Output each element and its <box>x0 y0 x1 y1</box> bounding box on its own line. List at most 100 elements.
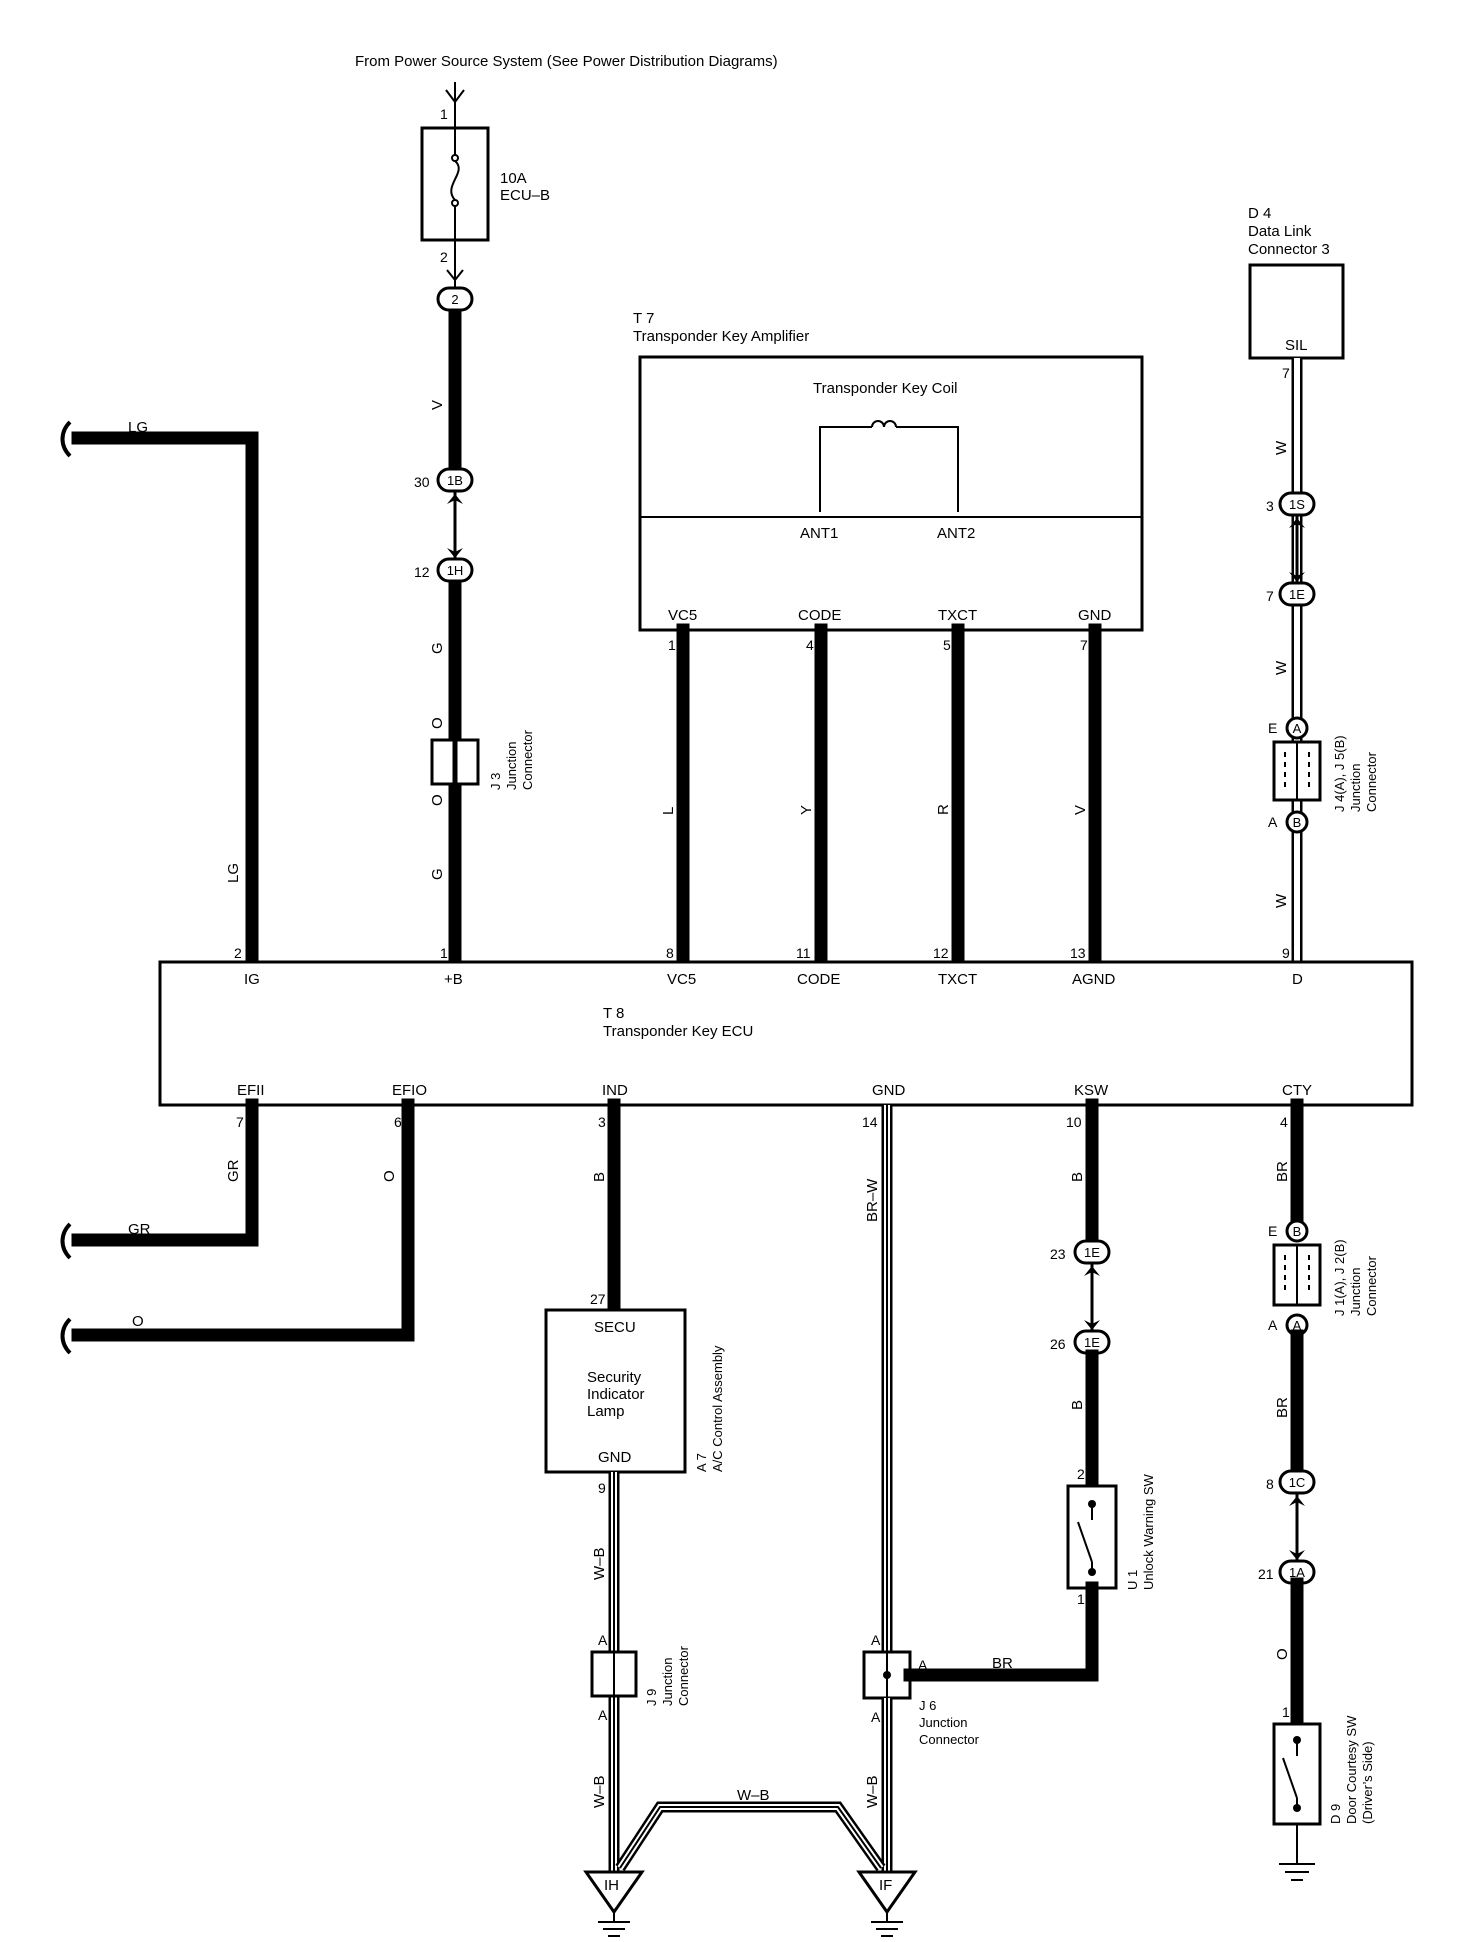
u1-id: U 1 <box>1125 1570 1140 1590</box>
d4-line2: Connector 3 <box>1248 241 1330 258</box>
t8-term-gnd: GND <box>872 1082 906 1099</box>
t8-id: T 8 <box>603 1005 624 1022</box>
t8-term-txct: TXCT <box>938 971 977 988</box>
d9-label-1: Door Courtesy SW <box>1344 1715 1359 1824</box>
j6-junction-connector <box>862 1650 912 1700</box>
wire-color-lg-h: LG <box>128 419 148 436</box>
j6-id: J 6 <box>919 1698 936 1713</box>
j4j5-id: J 4(A), J 5(B) <box>1332 735 1347 812</box>
t7-ant1: ANT1 <box>800 525 838 542</box>
t8-term-efii: EFII <box>237 1082 265 1099</box>
t7-term-code: CODE <box>798 607 841 624</box>
j1j2-label-1: Junction <box>1348 1268 1363 1316</box>
t7-id: T 7 <box>633 310 654 327</box>
wire-color-br-2: BR <box>1274 1397 1291 1418</box>
o-break-icon <box>60 1317 72 1355</box>
pin-23: 23 <box>1050 1246 1066 1262</box>
svg-text:1E: 1E <box>1084 1245 1100 1260</box>
t7-term-vc5: VC5 <box>668 607 697 624</box>
t8-pin-2: 2 <box>234 945 242 961</box>
j4j5-label-1: Junction <box>1348 764 1363 812</box>
j9-pin-a-bottom: A <box>598 1707 608 1723</box>
wire-color-br-1: BR <box>1274 1161 1291 1182</box>
pin-8-1c: 8 <box>1266 1476 1274 1492</box>
wire-color-l: L <box>660 807 677 815</box>
t8-pin-13: 13 <box>1070 945 1086 961</box>
j6-pin-a-top: A <box>871 1632 881 1648</box>
svg-text:1E: 1E <box>1084 1335 1100 1350</box>
t8-ecu-box <box>158 960 1414 1107</box>
a7-lamp-1: Security <box>587 1369 642 1386</box>
connector-1e-top: 1E <box>1278 581 1316 607</box>
lg-break-icon <box>60 420 72 458</box>
fuse-pin-out: 2 <box>440 249 448 265</box>
connector-arrow-icon <box>447 492 463 560</box>
connector-1c: 1C <box>1278 1469 1316 1495</box>
connector-1a: 1A <box>1278 1559 1316 1585</box>
j6-pin-a-bottom: A <box>871 1709 881 1725</box>
t8-pin-4: 4 <box>1280 1114 1288 1130</box>
wire-color-r: R <box>935 804 952 815</box>
wire-color-w-3: W <box>1273 893 1290 908</box>
t8-pin-8: 8 <box>666 945 674 961</box>
pin-26: 26 <box>1050 1336 1066 1352</box>
svg-text:B: B <box>1293 1224 1302 1239</box>
a7-id: A 7 <box>694 1453 709 1472</box>
fuse-name: ECU–B <box>500 187 550 204</box>
wire-color-v-2: V <box>1072 805 1089 815</box>
d9-switch-icon <box>1272 1722 1322 1826</box>
connector-arrow-icon-2 <box>1289 516 1305 584</box>
j9-id: J 9 <box>644 1689 659 1706</box>
wire-color-b-ksw-1: B <box>1069 1172 1086 1182</box>
svg-text:B: B <box>1293 815 1302 830</box>
wire-color-gr-v: GR <box>225 1159 242 1182</box>
j3-id: J 3 <box>488 773 503 790</box>
t8-pin-1: 1 <box>440 945 448 961</box>
wire-color-g-1: G <box>429 642 446 654</box>
d4-pin-7: 7 <box>1282 365 1290 381</box>
d4-id: D 4 <box>1248 205 1271 222</box>
t8-pin-7: 7 <box>236 1114 244 1130</box>
svg-text:1A: 1A <box>1289 1565 1305 1580</box>
t8-term-efio: EFIO <box>392 1082 427 1099</box>
coil-icon <box>819 420 959 512</box>
j4-connector-a: A <box>1285 716 1309 740</box>
wire-color-w-1: W <box>1273 440 1290 455</box>
j6-label-1: Junction <box>919 1715 967 1730</box>
wire-color-wb-2: W–B <box>591 1775 608 1808</box>
pin-30: 30 <box>414 474 430 490</box>
svg-text:1S: 1S <box>1289 497 1305 512</box>
wire-color-lg-v: LG <box>225 863 242 883</box>
connector-1e-ksw-top: 1E <box>1073 1239 1111 1265</box>
u1-switch-icon <box>1066 1484 1118 1590</box>
wire-color-o-cty: O <box>1274 1648 1291 1660</box>
svg-text:1H: 1H <box>447 563 464 578</box>
ground-if-icon <box>856 1870 918 1937</box>
pin-21: 21 <box>1258 1566 1274 1582</box>
svg-text:1E: 1E <box>1289 587 1305 602</box>
wb-crosslink <box>615 1801 886 1872</box>
t7-pin-1: 1 <box>668 637 676 653</box>
j1-connector-b: B <box>1285 1219 1309 1243</box>
a7-lamp-2: Indicator <box>587 1386 645 1403</box>
j9-junction-connector <box>590 1650 638 1698</box>
t8-term-d: D <box>1292 971 1303 988</box>
j4-pin-a: A <box>1268 814 1278 830</box>
connector-1h: 1H <box>436 557 474 583</box>
t7-term-txct: TXCT <box>938 607 977 624</box>
a7-secu: SECU <box>594 1319 636 1336</box>
pin-12: 12 <box>414 564 430 580</box>
fuse-rating: 10A <box>500 170 527 187</box>
t7-pin-4: 4 <box>806 637 814 653</box>
t8-pin-3: 3 <box>598 1114 606 1130</box>
t7-term-gnd: GND <box>1078 607 1112 624</box>
connector-1b: 1B <box>436 467 474 493</box>
j4-pin-e: E <box>1268 720 1277 736</box>
wire-color-b-ksw-2: B <box>1069 1400 1086 1410</box>
wire-color-o-2: O <box>429 794 446 806</box>
ground-if-label: IF <box>879 1877 892 1894</box>
wire-color-y: Y <box>798 805 815 815</box>
wire-color-gr-h: GR <box>128 1221 151 1238</box>
connector-1s: 1S <box>1278 491 1316 517</box>
